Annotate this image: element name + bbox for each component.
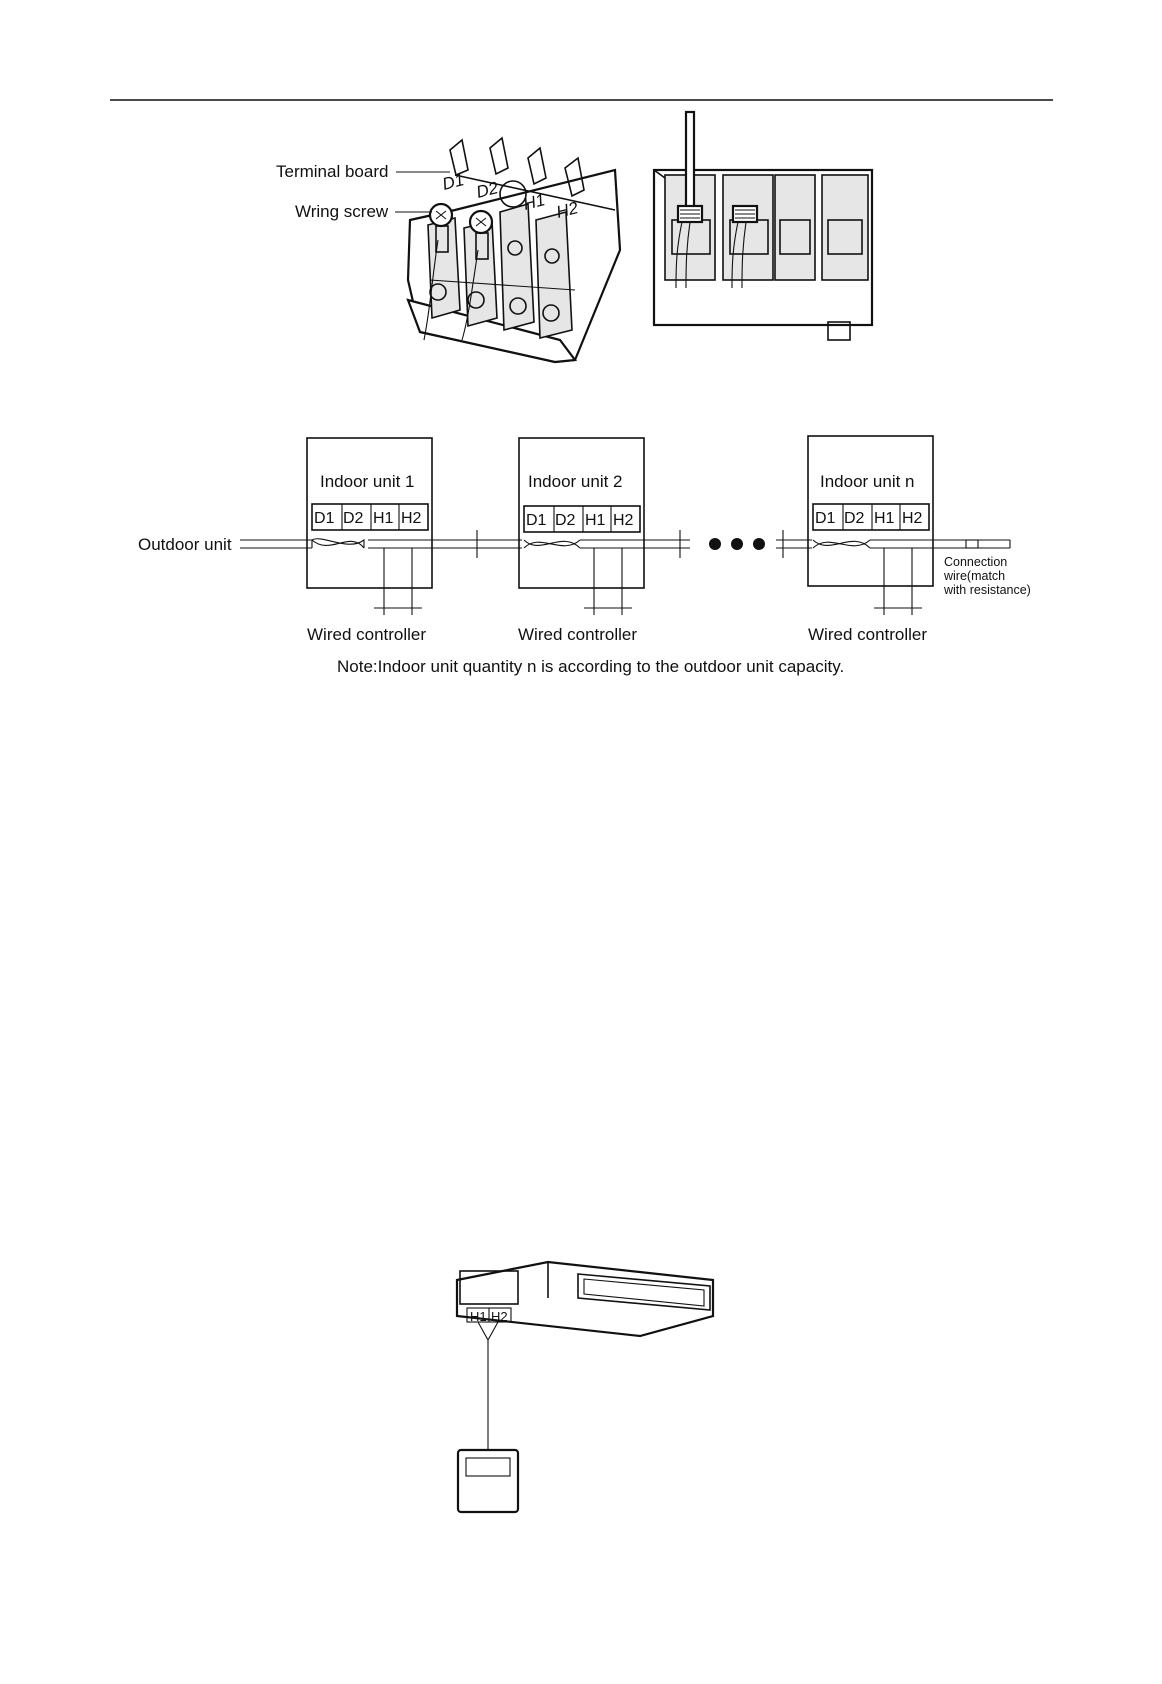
unit-2-terminal-d1: D1	[526, 512, 547, 529]
unit-1-wired-controller: Wired controller	[307, 625, 426, 644]
unit-2-terminal-h2: H2	[613, 512, 634, 529]
slot-label-d2: D2	[474, 178, 500, 202]
connection-wire-label-3: with resistance)	[943, 583, 1031, 597]
terminal-block-front	[654, 112, 872, 340]
slot-label-d1: D1	[440, 170, 466, 194]
indoor-unit-2: Indoor unit 2 D1 D2 H1 H2 Wired controll…	[518, 438, 644, 644]
terminating-resistor	[966, 540, 978, 548]
unit-n-terminal-h2: H2	[902, 510, 923, 527]
wired-controller-device	[458, 1450, 518, 1512]
wiring-diagram-figure: Outdoor unit Indoor unit 1 D1 D2 H1 H2 W…	[138, 436, 1031, 676]
indoor-unit-n-title: Indoor unit n	[820, 472, 915, 491]
connection-wire-label-2: wire(match	[943, 569, 1005, 583]
indoor-unit-quantity-note: Note:Indoor unit quantity n is according…	[337, 657, 844, 676]
unit-n-terminal-d1: D1	[815, 510, 836, 527]
wiring-screw-label: Wring screw	[295, 202, 389, 221]
unit-1-terminal-d2: D2	[343, 510, 364, 527]
unit-1-terminal-h2: H2	[401, 510, 422, 527]
unit-terminal-h2: H2	[491, 1309, 508, 1324]
terminal-board-label: Terminal board	[276, 162, 388, 181]
unit-1-terminal-d1: D1	[314, 510, 335, 527]
unit-n-terminal-d2: D2	[844, 510, 865, 527]
unit-2-terminal-h1: H1	[585, 512, 606, 529]
unit-terminal-h1: H1	[470, 1309, 487, 1324]
terminal-board-figure: D1 D2 H1 H2 Terminal board Wring screw	[276, 112, 872, 362]
unit-n-terminal-h1: H1	[874, 510, 895, 527]
unit-2-wired-controller: Wired controller	[518, 625, 637, 644]
continuation-dots	[709, 538, 765, 550]
indoor-unit-1: Indoor unit 1 D1 D2 H1 H2 Wired controll…	[307, 438, 432, 644]
unit-n-wired-controller: Wired controller	[808, 625, 927, 644]
outdoor-unit-label: Outdoor unit	[138, 535, 232, 554]
unit-1-terminal-h1: H1	[373, 510, 394, 527]
unit-2-terminal-d2: D2	[555, 512, 576, 529]
connection-wire-label-1: Connection	[944, 555, 1007, 569]
indoor-unit-2-title: Indoor unit 2	[528, 472, 623, 491]
unit-controller-figure: H1 H2	[457, 1262, 713, 1512]
indoor-unit-1-title: Indoor unit 1	[320, 472, 415, 491]
